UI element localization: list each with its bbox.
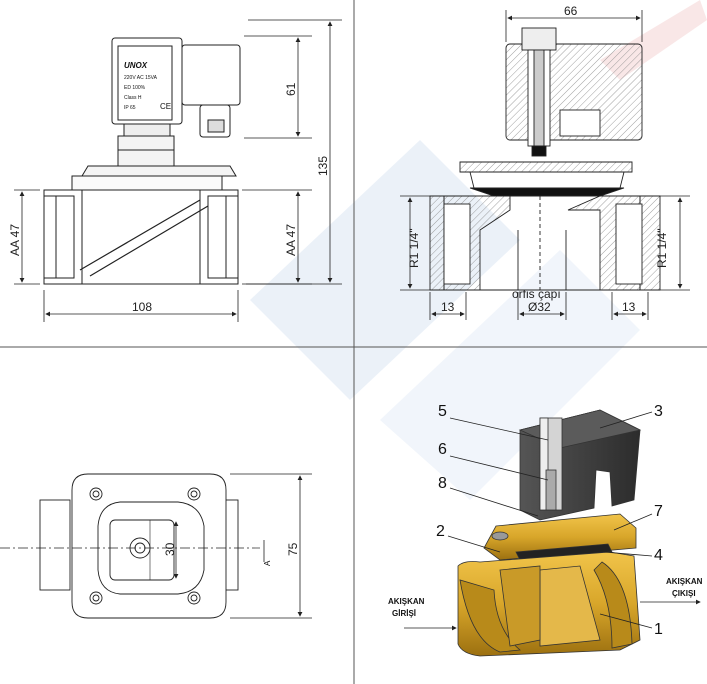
section-view (429, 27, 661, 291)
coil-nameplate-text: UNOX 220V AC 15VA ED 100% Class H IP 65 … (124, 61, 171, 111)
section-dimensions (400, 10, 690, 320)
coil-nameplate (117, 45, 173, 121)
inlet-label-1: AKIŞKAN (388, 597, 425, 606)
callout-2: 2 (436, 523, 445, 540)
dim-right-13: 13 (622, 300, 636, 314)
isometric-view (457, 409, 642, 657)
orifice-label: orfis çapı (512, 287, 561, 301)
spec-voltage: 220V AC 15VA (124, 75, 158, 81)
dim-total-height: 135 (316, 156, 330, 176)
dim-body-left: AA 47 (8, 224, 22, 256)
front-dimensions (14, 19, 342, 322)
thread-left: R1 1/4" (407, 228, 421, 268)
callout-7: 7 (654, 503, 663, 520)
orifice-diameter: Ø32 (528, 300, 551, 314)
dim-width-108: 108 (132, 300, 152, 314)
brand-logo-text: UNOX (124, 61, 148, 70)
callout-1: 1 (654, 621, 663, 638)
spec-duty: ED 100% (124, 85, 146, 91)
dim-center-30: 30 (163, 542, 177, 556)
ce-mark: CE (160, 102, 171, 111)
callout-6: 6 (438, 441, 447, 458)
dim-coil-height: 61 (284, 82, 298, 96)
thread-right: R1 1/4" (655, 228, 669, 268)
dim-height-75: 75 (286, 542, 300, 556)
top-dimensions (173, 473, 312, 619)
outlet-label-1: AKIŞKAN (666, 577, 703, 586)
connector (181, 44, 241, 106)
callout-3: 3 (654, 403, 663, 420)
spec-class: Class H (124, 95, 142, 101)
dim-body-right: AA 47 (284, 224, 298, 256)
spec-ip: IP 65 (124, 105, 136, 111)
callout-4: 4 (654, 547, 663, 564)
callout-leaders (404, 411, 701, 631)
callout-numbers: 5 3 6 8 7 2 4 1 (436, 403, 663, 638)
dim-left-13: 13 (441, 300, 455, 314)
callout-8: 8 (438, 475, 447, 492)
outlet-label-2: ÇIKIŞI (672, 589, 696, 598)
front-view (43, 37, 241, 285)
callout-5: 5 (438, 403, 447, 420)
dim-coil-width-66: 66 (564, 4, 578, 18)
section-mark-a: A (263, 560, 272, 566)
flow-labels: AKIŞKAN GİRİŞİ AKIŞKAN ÇIKIŞI (388, 577, 703, 618)
inlet-label-2: GİRİŞİ (392, 609, 416, 618)
top-view (0, 473, 265, 619)
